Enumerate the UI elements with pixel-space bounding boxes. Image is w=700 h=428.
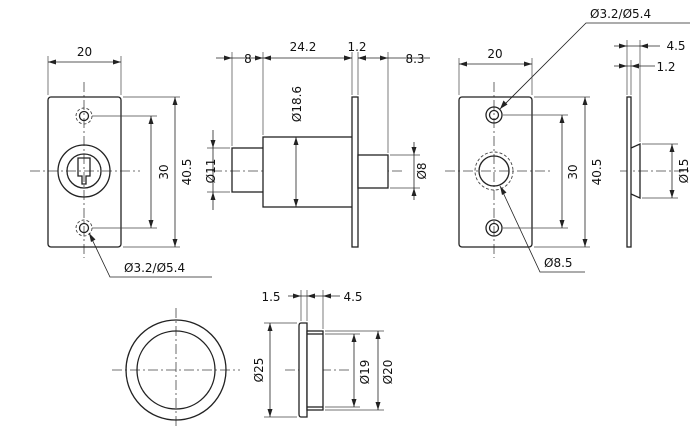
mount-hole-bottom [78,222,90,234]
back-hole-top-outer [485,106,503,124]
back-plate-outline [458,96,533,248]
thin-side-view: 4.5 1.2 Ø15 [614,39,691,248]
dim-escutcheon-collar-label: Ø20 [381,360,395,385]
dim-escutcheon-outer-label: Ø25 [252,358,266,383]
dim-escutcheon-length-label: 4.5 [343,290,362,304]
hole-leader-line [88,232,212,278]
dim-bolt-length-label: 8 [244,52,252,66]
hole-dia-label: Ø3.2/Ø5.4 [124,261,185,275]
main-body [262,136,354,208]
dim-pitch-label: 30 [157,164,171,179]
dim-thin-overall-label: 4.5 [666,39,685,53]
dim-body-length-label: 24.2 [290,40,317,54]
bolt-hole [478,155,510,187]
thin-plate [626,96,632,248]
bolt-hole-dia-label: Ø8.5 [544,256,573,270]
dim-flange-thickness-label: 1.2 [347,40,366,54]
escutcheon-flange [298,322,308,418]
back-hole-bottom-inner [488,222,500,234]
neck-body [231,147,265,193]
back-hole-bottom-outer [485,219,503,237]
dim-escutcheon-inner-label: Ø19 [358,360,372,385]
keyway [77,157,91,185]
escutcheon-front-view [112,308,240,428]
back-hole-dia-label: Ø3.2/Ø5.4 [590,7,651,21]
side-view: 8 24.2 1.2 8.3 Ø18.6 Ø11 Ø8 [204,40,430,248]
back-hole-top-inner [488,109,500,121]
back-dim-width-label: 20 [487,47,502,61]
bolt [357,154,389,189]
lock-cylinder-outer [57,144,111,198]
dim-escutcheon-flange-label: 1.5 [261,290,280,304]
thin-collar [630,142,641,200]
dim-thin-bore-label: Ø15 [677,159,691,184]
front-plate-outline [47,96,122,248]
bolt-hole-hidden [474,151,514,191]
escutcheon-side-view: 1.5 4.5 Ø25 Ø19 Ø20 [252,290,395,418]
dim-bolt-dia-label: Ø8 [415,162,429,179]
escutcheon-outer-ring [125,319,227,421]
front-key-view: 20 30 40.5 Ø3.2/Ø5.4 [30,45,212,278]
dim-height-label: 40.5 [180,159,194,186]
back-dim-pitch-label: 30 [566,164,580,179]
dim-body-dia-label: Ø18.6 [290,86,304,122]
mount-hole-top [78,110,90,122]
dim-neck-dia-label: Ø11 [204,159,218,184]
dim-bolt-projection-label: 8.3 [405,52,424,66]
dim-thin-plate-label: 1.2 [656,60,675,74]
bolt-hole-leader-line [499,185,585,273]
mounting-flange [351,96,359,248]
back-hole-leader-line [499,22,690,110]
escutcheon-collar [306,330,324,411]
back-view: Ø3.2/Ø5.4 20 30 40.5 Ø8.5 [445,7,690,273]
lock-cylinder-inner [66,153,102,189]
dim-width-label: 20 [77,45,92,59]
escutcheon-inner-ring [136,330,216,410]
back-dim-height-label: 40.5 [590,159,604,186]
